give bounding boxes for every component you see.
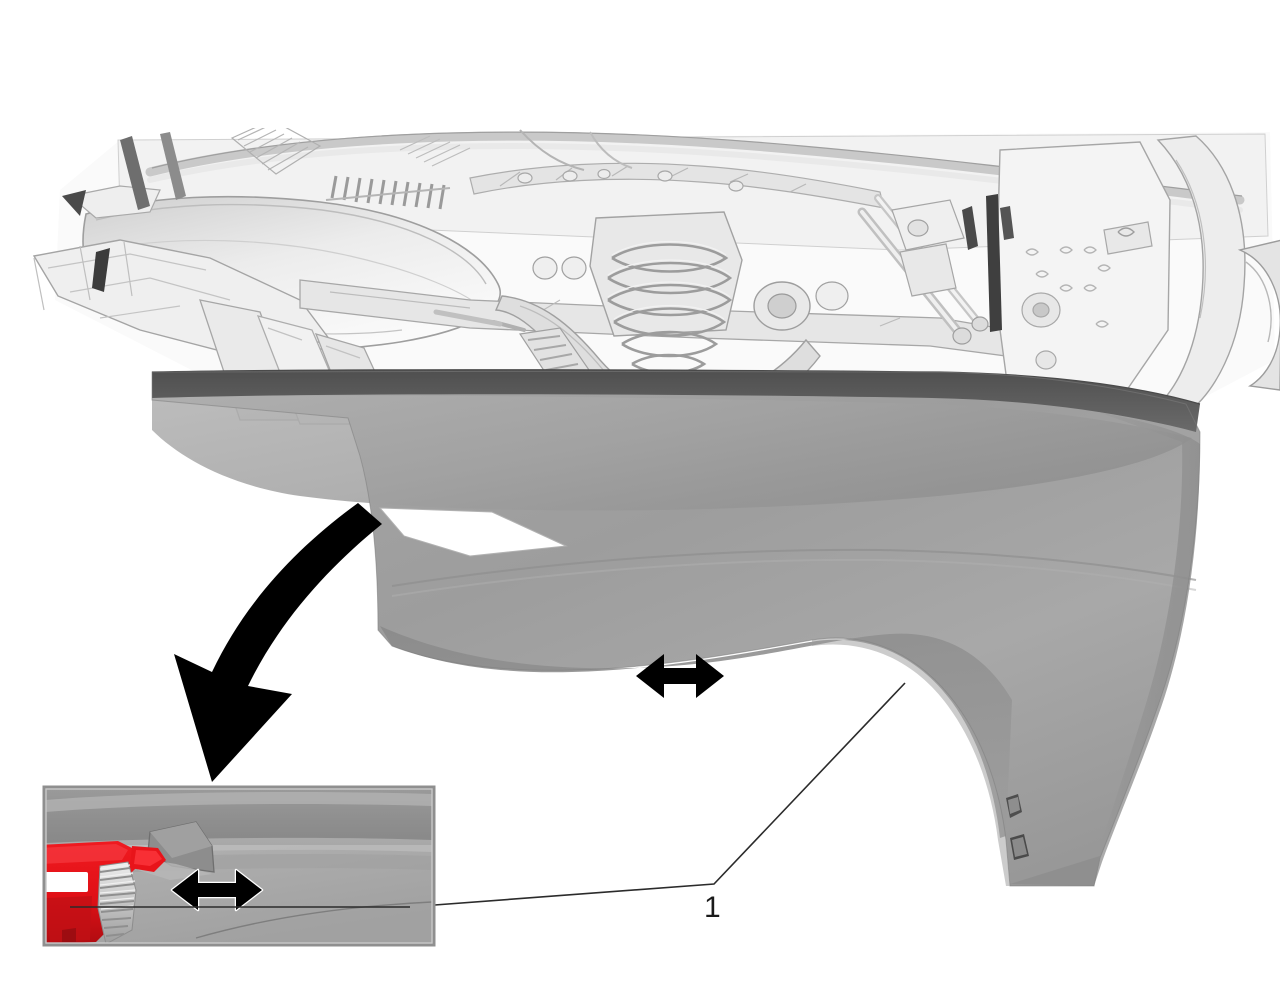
strut-tower-panel bbox=[995, 141, 1171, 405]
fender-liner-fasteners bbox=[1006, 794, 1029, 860]
callout-1-leader-line bbox=[407, 682, 906, 908]
double-headed-arrow-inset bbox=[170, 868, 264, 912]
engine-bay-line-art bbox=[32, 128, 1280, 427]
radiator-fin-detail bbox=[325, 175, 451, 210]
curved-direction-arrow bbox=[174, 503, 382, 782]
detail-inset-panel bbox=[42, 785, 436, 947]
front-fender-panel bbox=[151, 369, 1201, 887]
heat-gun bbox=[46, 841, 166, 943]
heat-gun-nozzle bbox=[97, 861, 137, 943]
callout-number-1: 1 bbox=[704, 891, 721, 924]
double-headed-arrow-fender bbox=[636, 654, 724, 698]
